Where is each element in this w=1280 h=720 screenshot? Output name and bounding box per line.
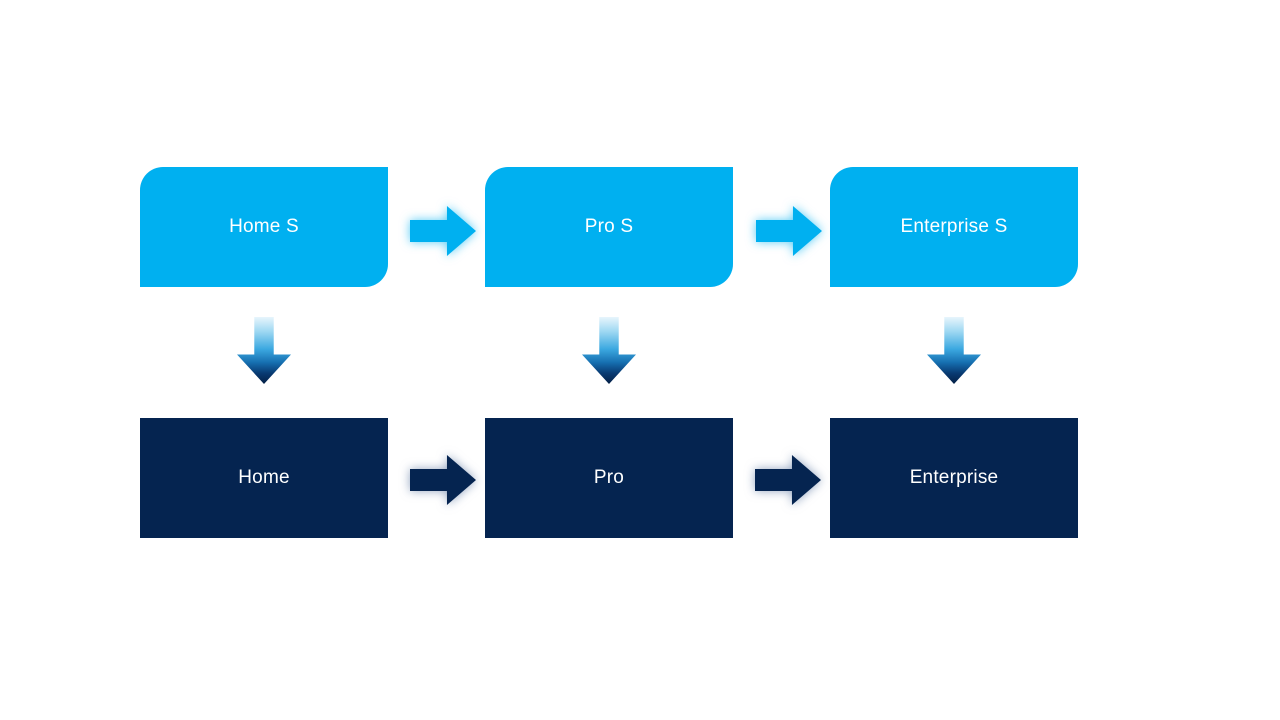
arrow-down-icon	[582, 317, 636, 384]
node-enterprise-label: Enterprise	[909, 467, 999, 488]
arrow-right-icon	[755, 455, 821, 505]
node-pro-s-label: Pro S	[584, 216, 634, 237]
arrow-right-icon	[756, 206, 822, 256]
node-pro-s: Pro S	[485, 167, 733, 287]
arrow-right-icon	[410, 206, 476, 256]
arrow-down-icon	[237, 317, 291, 384]
arrow-right-icon	[410, 455, 476, 505]
node-home-label: Home	[238, 467, 290, 488]
node-enterprise: Enterprise	[830, 418, 1078, 538]
node-home-s: Home S	[140, 167, 388, 287]
node-enterprise-s: Enterprise S	[830, 167, 1078, 287]
node-home-s-label: Home S	[229, 216, 299, 237]
node-pro: Pro	[485, 418, 733, 538]
arrow-down-icon	[927, 317, 981, 384]
node-enterprise-s-label: Enterprise S	[900, 216, 1008, 237]
node-home: Home	[140, 418, 388, 538]
node-pro-label: Pro	[593, 467, 625, 488]
